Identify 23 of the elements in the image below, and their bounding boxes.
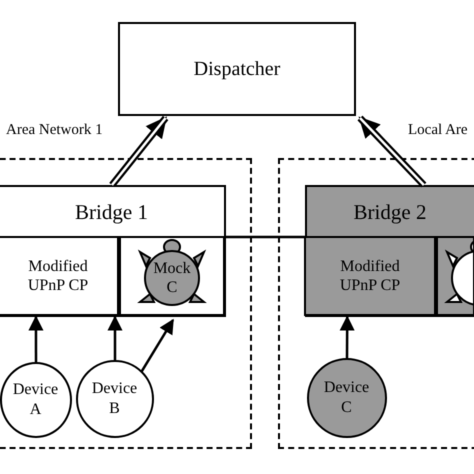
cell-label: Modified UPnP CP (26, 256, 90, 296)
bridge-title: Bridge 2 (352, 199, 428, 226)
bridge-box (304, 184, 474, 316)
arrow (340, 316, 355, 358)
bridge-box (0, 184, 226, 316)
turtle-label: Mock C (152, 258, 192, 298)
box-label: Dispatcher (194, 57, 280, 81)
arrow (108, 316, 122, 360)
double-line-arrow (109, 116, 168, 188)
double-line-arrow (357, 116, 426, 188)
device-label: Device C (322, 378, 370, 417)
cell-label: Modified UPnP CP (338, 256, 402, 296)
connector-line (226, 236, 305, 238)
device-label: Device A (12, 380, 60, 419)
arrow (28, 316, 44, 362)
component-cell (0, 236, 119, 316)
bridge-title: Bridge 1 (74, 199, 149, 226)
device-label: Device B (90, 379, 138, 418)
dispatcher-box (118, 22, 356, 116)
component-cell (304, 236, 436, 316)
component-cell (436, 236, 474, 316)
arrow (140, 318, 174, 372)
component-cell (119, 236, 225, 316)
